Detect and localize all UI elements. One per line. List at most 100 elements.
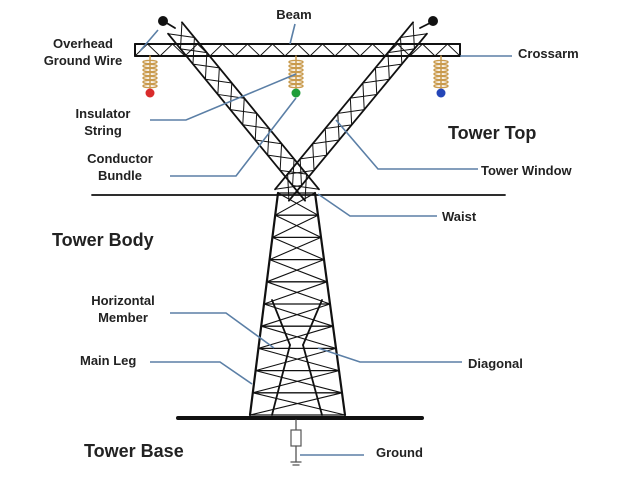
beam-lacing bbox=[247, 43, 261, 57]
conductor-middle bbox=[291, 88, 301, 98]
leader-waist bbox=[317, 193, 437, 217]
label-insulator-string: Insulator String bbox=[62, 105, 144, 139]
diagonal-member bbox=[274, 192, 316, 216]
beam-lacing bbox=[222, 43, 236, 57]
beam-lacing bbox=[272, 43, 286, 57]
diagonal-member bbox=[260, 303, 331, 327]
tower-top-leg-right-lacing bbox=[312, 139, 340, 145]
leader-diagonal bbox=[317, 347, 462, 363]
leader-insulator-string bbox=[150, 73, 297, 121]
beam-lacing bbox=[172, 43, 186, 57]
insulator-disc-left bbox=[142, 79, 158, 85]
label-conductor-bundle-line1: Conductor bbox=[87, 151, 153, 166]
insulator-disc-right bbox=[433, 67, 449, 73]
leader-beam bbox=[289, 23, 296, 45]
conductor-right bbox=[436, 88, 446, 98]
label-conductor-bundle-line2: Bundle bbox=[97, 168, 143, 183]
beam-lacing bbox=[334, 43, 348, 57]
conductor-left bbox=[145, 88, 155, 98]
beam-lacing bbox=[209, 43, 223, 57]
tower-top-leg-left-lacing bbox=[217, 67, 220, 95]
label-beam: Beam bbox=[276, 7, 312, 22]
insulator-disc-left bbox=[142, 59, 158, 65]
diagonal-member bbox=[269, 259, 328, 283]
tower-top-leg-right-lacing bbox=[400, 33, 428, 38]
tower-top-leg-right-lacing bbox=[362, 78, 390, 84]
insulator-strings bbox=[142, 55, 449, 98]
label-tower-top: Tower Top bbox=[448, 123, 537, 143]
label-tower-window: Tower Window bbox=[481, 163, 572, 178]
insulator-disc-left bbox=[142, 83, 158, 89]
beam-lacing bbox=[384, 43, 398, 57]
leader-lines bbox=[139, 23, 512, 456]
leader-main-leg bbox=[150, 361, 253, 385]
tower-top-leg-right-lacing bbox=[374, 63, 403, 69]
label-horizontal-member-line1: Horizontal bbox=[91, 293, 155, 308]
tower-top-leg-right-lacing bbox=[337, 109, 365, 114]
leader-horizontal-member bbox=[170, 312, 275, 349]
diagonal-member bbox=[263, 281, 328, 305]
insulator-disc-right bbox=[433, 83, 449, 89]
label-crossarm: Crossarm bbox=[518, 46, 579, 61]
insulator-disc-middle bbox=[288, 71, 304, 77]
diagonal-member bbox=[255, 347, 337, 372]
tower-top-leg-left-lacing bbox=[254, 112, 258, 141]
beam-lacing bbox=[422, 43, 436, 57]
label-conductor-bundle: Conductor Bundle bbox=[75, 150, 165, 184]
label-ground: Ground bbox=[376, 445, 423, 460]
beam-lacing bbox=[309, 43, 323, 57]
insulator-disc-left bbox=[142, 63, 158, 69]
beam-lacing bbox=[297, 43, 311, 57]
beam-lacing bbox=[322, 43, 336, 57]
label-main-leg: Main Leg bbox=[80, 353, 137, 368]
diagonal-member bbox=[249, 392, 343, 416]
diagonal-member bbox=[269, 236, 322, 261]
beam-lacing bbox=[397, 43, 411, 57]
insulator-disc-middle bbox=[288, 67, 304, 73]
insulator-disc-middle bbox=[288, 83, 304, 89]
tower-top-leg-right-lacing bbox=[274, 185, 302, 190]
label-waist: Waist bbox=[442, 209, 477, 224]
insulator-disc-middle bbox=[288, 59, 304, 65]
tower-top-leg-right-lacing bbox=[349, 93, 378, 99]
beam-lacing bbox=[409, 43, 423, 57]
leader-tower-window bbox=[335, 119, 478, 170]
diagonal-member bbox=[257, 347, 340, 372]
beam-lacing bbox=[147, 43, 161, 57]
insulator-disc-left bbox=[142, 67, 158, 73]
leader-overhead-ground-wire bbox=[139, 29, 159, 52]
insulator-disc-right bbox=[433, 79, 449, 85]
insulator-disc-middle bbox=[288, 63, 304, 69]
tower-top-leg-right-lacing bbox=[387, 48, 415, 54]
insulator-disc-right bbox=[433, 63, 449, 69]
label-insulator-string-line1: Insulator bbox=[75, 106, 131, 121]
diagonal-member bbox=[271, 236, 325, 261]
tower-top-leg-right-chord bbox=[288, 32, 428, 202]
beam-lacing bbox=[347, 43, 361, 57]
tower-top-leg-left-lacing bbox=[192, 36, 195, 65]
label-insulator-string-line2: String bbox=[84, 123, 122, 138]
inner-leg-left bbox=[271, 299, 291, 346]
ground-resistor bbox=[290, 429, 302, 447]
tower-top-leg-right-chord bbox=[274, 21, 414, 191]
diagonal-member bbox=[271, 214, 319, 238]
diagonal-member bbox=[266, 259, 325, 283]
beam-lacing bbox=[259, 43, 273, 57]
diagonal-member bbox=[257, 325, 334, 349]
diagonal-member bbox=[263, 303, 334, 327]
ground-wire-knob-left bbox=[158, 16, 168, 26]
diagonal-member bbox=[266, 281, 331, 305]
beam-lacing bbox=[447, 43, 461, 57]
tower-top-leg-right-lacing bbox=[287, 169, 315, 175]
insulator-disc-right bbox=[433, 71, 449, 77]
tower-top-leg-left-chord bbox=[167, 32, 306, 202]
label-tower-base: Tower Base bbox=[84, 441, 184, 461]
tower-top-leg-left-lacing bbox=[242, 97, 245, 126]
tower-top-leg-left-chord bbox=[181, 21, 320, 191]
diagonal-member bbox=[274, 214, 322, 238]
diagonal-member bbox=[260, 325, 337, 349]
insulator-disc-right bbox=[433, 59, 449, 65]
label-overhead-ground-wire-line2: Ground Wire bbox=[43, 53, 123, 68]
beam-lacing bbox=[359, 43, 373, 57]
